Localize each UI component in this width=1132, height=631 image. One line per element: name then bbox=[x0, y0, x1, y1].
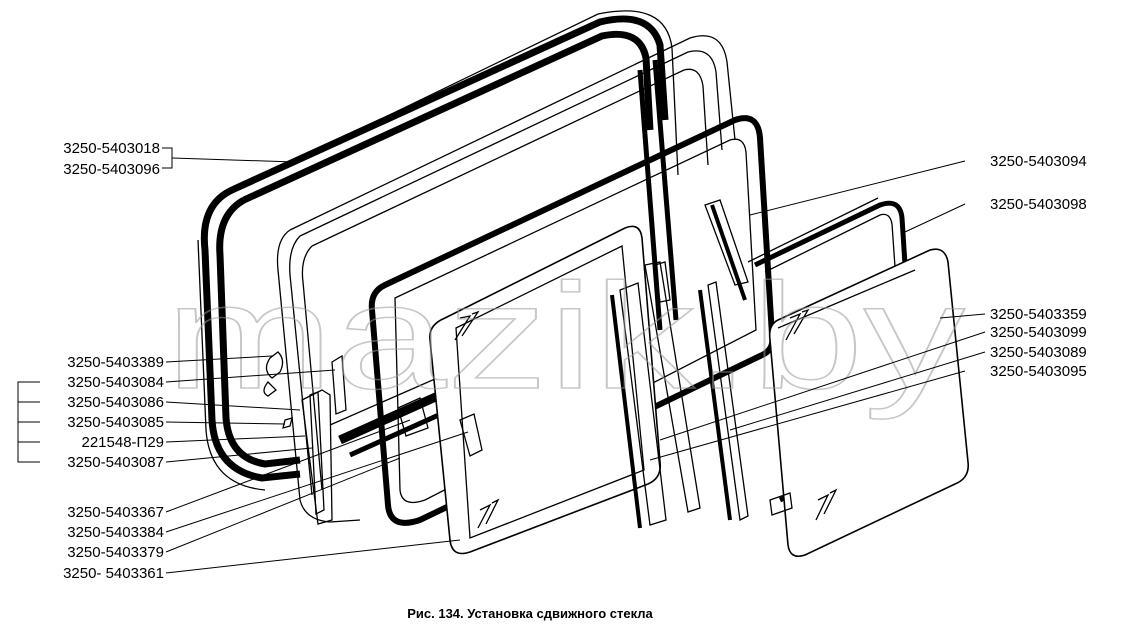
part-label: 3250-5403018 bbox=[63, 140, 160, 157]
part-label: 221548-П29 bbox=[81, 434, 164, 451]
part-label: 3250-5403389 bbox=[67, 354, 164, 371]
part-label: 3250-5403085 bbox=[67, 414, 164, 431]
part-label: 3250-5403098 bbox=[990, 196, 1087, 213]
part-label: 3250-5403099 bbox=[990, 324, 1087, 341]
left-leader-lines bbox=[17, 147, 469, 574]
guide-rails bbox=[610, 199, 749, 529]
part-label: 3250-5403359 bbox=[990, 306, 1087, 323]
part-label: 3250-5403087 bbox=[67, 454, 164, 471]
part-label: 3250-5403379 bbox=[67, 544, 164, 561]
rear-glass bbox=[768, 248, 970, 558]
part-label: 3250- 5403361 bbox=[63, 565, 164, 582]
right-leader-lines bbox=[649, 160, 986, 461]
inner-light-frame bbox=[276, 35, 736, 523]
part-label: 3250-5403089 bbox=[990, 344, 1087, 361]
part-label: 3250-5403096 bbox=[63, 161, 160, 178]
small-parts bbox=[263, 351, 483, 525]
outer-seal-frame bbox=[197, 10, 679, 491]
right-part-labels: 3250-5403094 3250-5403098 3250-5403359 3… bbox=[990, 153, 1087, 380]
part-label: 3250-5403084 bbox=[67, 374, 164, 391]
part-label: 3250-5403384 bbox=[67, 524, 164, 541]
part-label: 3250-5403367 bbox=[67, 504, 164, 521]
part-label: 3250-5403095 bbox=[990, 363, 1087, 380]
figure-caption: Рис. 134. Установка сдвижного стекла bbox=[407, 606, 653, 621]
part-label: 3250-5403094 bbox=[990, 153, 1087, 170]
left-part-labels: 3250-5403018 3250-5403096 3250-5403389 3… bbox=[63, 140, 164, 582]
part-label: 3250-5403086 bbox=[67, 394, 164, 411]
watermark-text: mazik.by bbox=[165, 252, 965, 420]
front-sliding-glass bbox=[428, 225, 662, 555]
